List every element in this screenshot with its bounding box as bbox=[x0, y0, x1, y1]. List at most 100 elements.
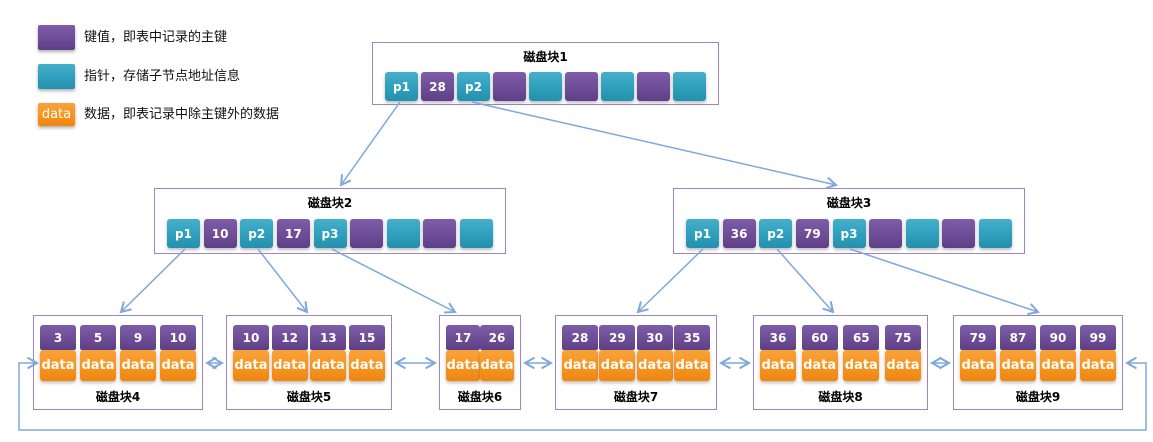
pointer-cell-empty bbox=[673, 72, 706, 101]
legend-pointer-swatch bbox=[38, 64, 75, 89]
pointer-cell-p2: p2 bbox=[240, 219, 274, 248]
disk-block-4-title: 磁盘块4 bbox=[95, 390, 141, 404]
disk-block-4-records: 3 data 5 data 9 data 10 data bbox=[40, 325, 196, 381]
disk-block-7-title: 磁盘块7 bbox=[613, 390, 659, 404]
key-cell: 28 bbox=[562, 325, 598, 350]
disk-block-1-title: 磁盘块1 bbox=[523, 50, 568, 64]
arrow-block2-p1-to-block4 bbox=[121, 248, 186, 312]
pointer-cell-p1: p1 bbox=[167, 219, 200, 248]
key-cell: 79 bbox=[960, 325, 996, 350]
disk-block-8-records: 36 data 60 data 65 data 75 data bbox=[760, 325, 921, 381]
disk-block-9-title: 磁盘块9 bbox=[1015, 390, 1061, 404]
pointer-cell-empty bbox=[529, 72, 562, 101]
record: 79 data bbox=[960, 325, 996, 381]
pointer-cell-p1: p1 bbox=[686, 219, 719, 248]
key-cell-empty bbox=[869, 219, 903, 248]
data-cell: data bbox=[843, 350, 880, 381]
record: 75 data bbox=[884, 325, 921, 381]
data-cell: data bbox=[271, 350, 308, 381]
arrow-block2-p2-to-block5 bbox=[257, 248, 307, 312]
disk-block-2-title: 磁盘块2 bbox=[307, 196, 353, 210]
data-cell: data bbox=[310, 350, 347, 381]
key-cell: 65 bbox=[843, 325, 880, 350]
pointer-cell-empty bbox=[979, 219, 1012, 248]
key-cell: 17 bbox=[446, 325, 480, 350]
record: 29 data bbox=[599, 325, 636, 381]
record: 28 data bbox=[562, 325, 598, 381]
record: 90 data bbox=[1040, 325, 1076, 381]
disk-block-6: 17 data 26 data 磁盘块6 bbox=[439, 315, 521, 410]
key-cell: 29 bbox=[599, 325, 636, 350]
record: 26 data bbox=[480, 325, 514, 381]
disk-block-2: 磁盘块2 p1 10 p2 17 p3 bbox=[154, 188, 506, 254]
legend-data-swatch: data bbox=[38, 103, 75, 126]
disk-block-3: 磁盘块3 p1 36 p2 79 p3 bbox=[673, 188, 1025, 254]
key-cell: 36 bbox=[722, 219, 756, 248]
record: 12 data bbox=[271, 325, 308, 381]
key-cell: 17 bbox=[276, 219, 310, 248]
data-cell: data bbox=[446, 350, 480, 381]
key-cell: 12 bbox=[271, 325, 308, 350]
arrow-block3-p3-to-block9 bbox=[849, 248, 1038, 312]
data-cell: data bbox=[160, 350, 196, 381]
data-cell: data bbox=[801, 350, 838, 381]
data-cell: data bbox=[636, 350, 673, 381]
key-cell: 13 bbox=[310, 325, 347, 350]
record: 87 data bbox=[1000, 325, 1036, 381]
record: 10 data bbox=[233, 325, 269, 381]
legend-key-label: 键值，即表中记录的主键 bbox=[84, 30, 228, 45]
pointer-cell-p3: p3 bbox=[313, 219, 347, 248]
disk-block-2-cells: p1 10 p2 17 p3 bbox=[167, 219, 493, 248]
key-cell-empty bbox=[637, 72, 670, 101]
key-cell-empty bbox=[942, 219, 976, 248]
pointer-cell-p2: p2 bbox=[457, 72, 490, 101]
disk-block-1-cells: p1 28 p2 bbox=[385, 72, 706, 101]
disk-block-4: 3 data 5 data 9 data 10 data 磁盘块4 bbox=[33, 315, 203, 410]
record: 15 data bbox=[348, 325, 385, 381]
pointer-cell-empty bbox=[460, 219, 493, 248]
legend-key-swatch bbox=[38, 25, 75, 50]
data-cell: data bbox=[760, 350, 796, 381]
data-cell: data bbox=[599, 350, 636, 381]
record: 65 data bbox=[843, 325, 880, 381]
key-cell: 3 bbox=[40, 325, 76, 350]
record: 5 data bbox=[80, 325, 116, 381]
data-cell: data bbox=[348, 350, 385, 381]
arrow-block1-p2-to-block3 bbox=[471, 101, 836, 185]
data-cell: data bbox=[562, 350, 598, 381]
record: 9 data bbox=[120, 325, 156, 381]
key-cell-empty bbox=[565, 72, 598, 101]
key-cell-empty bbox=[423, 219, 457, 248]
pointer-cell-empty bbox=[905, 219, 939, 248]
data-cell: data bbox=[960, 350, 996, 381]
data-cell: data bbox=[1000, 350, 1036, 381]
disk-block-6-records: 17 data 26 data bbox=[446, 325, 514, 381]
pointer-cell-p3: p3 bbox=[832, 219, 866, 248]
key-cell: 90 bbox=[1040, 325, 1076, 350]
data-cell: data bbox=[120, 350, 156, 381]
record: 17 data bbox=[446, 325, 480, 381]
disk-block-3-cells: p1 36 p2 79 p3 bbox=[686, 219, 1012, 248]
key-cell: 15 bbox=[348, 325, 385, 350]
data-cell: data bbox=[1080, 350, 1116, 381]
disk-block-6-title: 磁盘块6 bbox=[457, 390, 503, 404]
key-cell: 10 bbox=[203, 219, 237, 248]
disk-block-8: 36 data 60 data 65 data 75 data 磁盘块8 bbox=[753, 315, 928, 410]
disk-block-5-title: 磁盘块5 bbox=[286, 390, 332, 404]
arrow-block1-p1-to-block2 bbox=[341, 101, 401, 185]
record: 60 data bbox=[801, 325, 838, 381]
disk-block-7: 28 data 29 data 30 data 35 data 磁盘块7 bbox=[555, 315, 717, 410]
key-cell: 5 bbox=[80, 325, 116, 350]
disk-block-5: 10 data 12 data 13 data 15 data 磁盘块5 bbox=[226, 315, 392, 410]
legend-pointer-label: 指针，存储子节点地址信息 bbox=[84, 69, 241, 84]
record: 13 data bbox=[310, 325, 347, 381]
key-cell: 36 bbox=[760, 325, 796, 350]
disk-block-9-records: 79 data 87 data 90 data 99 data bbox=[960, 325, 1116, 381]
data-cell: data bbox=[1040, 350, 1076, 381]
pointer-cell-p1: p1 bbox=[385, 72, 418, 101]
arrow-block2-p3-to-block6 bbox=[331, 248, 455, 312]
key-cell: 79 bbox=[795, 219, 829, 248]
record: 10 data bbox=[160, 325, 196, 381]
arrow-block3-p2-to-block8 bbox=[776, 248, 833, 312]
